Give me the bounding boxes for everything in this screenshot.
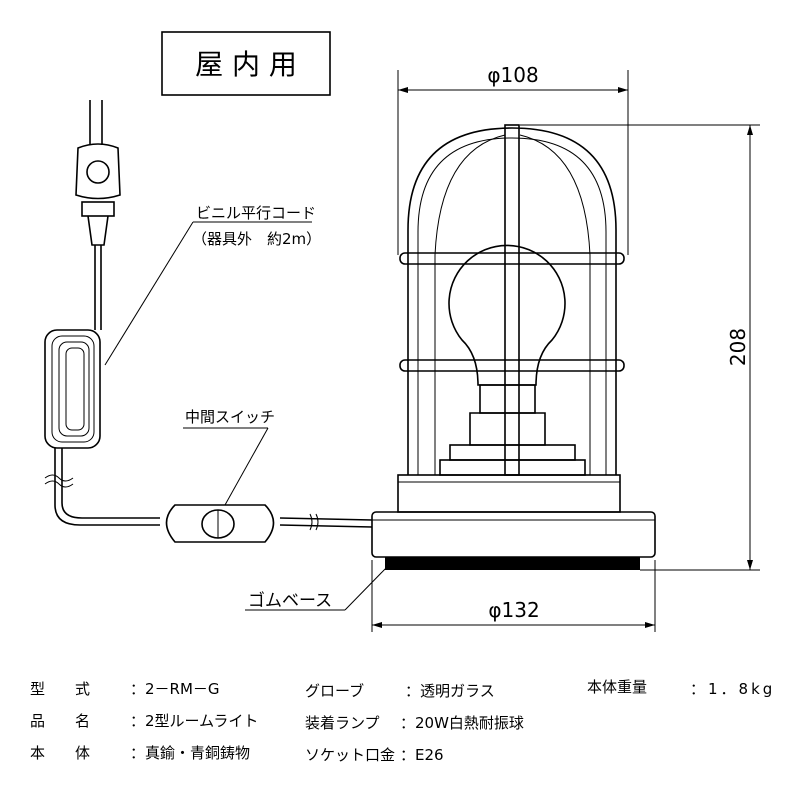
spec-socket-value: ：E26 bbox=[400, 746, 444, 764]
spec-globe-value: ：透明ガラス bbox=[405, 682, 495, 700]
wire-cage bbox=[399, 124, 625, 476]
rubber-base-label: ゴムベース bbox=[248, 590, 332, 611]
title: 屋 内 用 bbox=[195, 48, 297, 81]
inline-switch-icon bbox=[165, 504, 275, 543]
spec-name-label: 品 名 bbox=[30, 712, 91, 730]
spec-globe-label: グローブ bbox=[305, 682, 365, 700]
spec-weight-label: 本体重量 bbox=[587, 678, 648, 696]
bulb-icon bbox=[448, 244, 566, 386]
rubber-base bbox=[385, 557, 640, 570]
spec-body-label: 本 体 bbox=[30, 744, 91, 762]
cord-label: ビニル平行コード bbox=[196, 204, 316, 222]
base-diameter: φ132 bbox=[488, 598, 539, 622]
lamp-body bbox=[371, 124, 656, 570]
plug-icon bbox=[75, 100, 121, 246]
spec-model-value: ：2－RM－G bbox=[130, 680, 220, 698]
dimension-base: φ132 bbox=[371, 560, 656, 632]
title-box bbox=[161, 31, 331, 96]
spec-name-value: ：2型ルームライト bbox=[130, 712, 259, 730]
globe-diameter: φ108 bbox=[487, 63, 538, 87]
spec-model-label: 型 式 bbox=[30, 680, 91, 698]
spec-lamp-value: ：20W白熱耐振球 bbox=[400, 714, 524, 732]
spec-weight-value: ：1．8kg bbox=[690, 680, 776, 698]
spec-socket-label: ソケット口金 bbox=[305, 746, 396, 764]
switch-label: 中間スイッチ bbox=[185, 408, 275, 426]
dimension-height: 208 bbox=[520, 124, 760, 571]
height-value: 208 bbox=[726, 328, 750, 366]
dimension-globe: φ108 bbox=[397, 63, 629, 255]
spec-lamp-label: 装着ランプ bbox=[305, 714, 380, 732]
power-cord bbox=[44, 245, 373, 531]
spec-body-value: ：真鍮・青銅鋳物 bbox=[130, 744, 251, 762]
cord-length-label: （器具外 約2m） bbox=[192, 230, 321, 248]
